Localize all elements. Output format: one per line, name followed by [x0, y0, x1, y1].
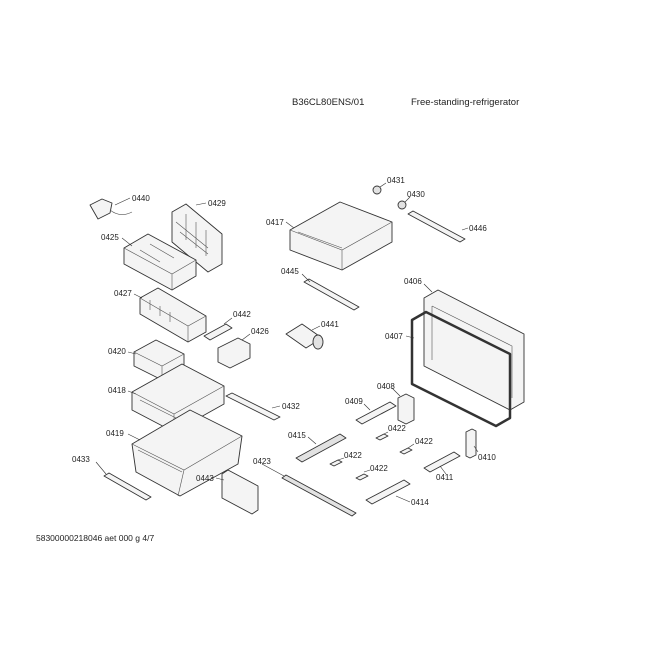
label-0431: 0431: [387, 176, 405, 185]
label-0445: 0445: [281, 267, 299, 276]
label-0417: 0417: [266, 218, 284, 227]
label-0415: 0415: [288, 431, 306, 440]
part-0415[interactable]: 0415: [288, 431, 347, 463]
part-0441[interactable]: 0441: [285, 320, 339, 350]
document-code: 58300000218046 aet 000 g 4/7: [36, 533, 155, 543]
part-0446[interactable]: 0446: [407, 210, 487, 243]
label-0422-a: 0422: [388, 424, 406, 433]
label-0410: 0410: [478, 453, 496, 462]
part-0425[interactable]: 0425: [101, 233, 197, 291]
label-0409: 0409: [345, 397, 363, 406]
label-0414: 0414: [411, 498, 429, 507]
part-0414[interactable]: 0414: [365, 479, 429, 507]
part-0417[interactable]: 0417: [266, 201, 393, 271]
label-0422-b: 0422: [415, 437, 433, 446]
part-0429[interactable]: 0429: [171, 199, 226, 273]
label-0441: 0441: [321, 320, 339, 329]
label-0419: 0419: [106, 429, 124, 438]
part-0407[interactable]: 0407: [385, 310, 512, 428]
label-0440: 0440: [132, 194, 150, 203]
label-0433: 0433: [72, 455, 90, 464]
label-0423: 0423: [253, 457, 271, 466]
label-0446: 0446: [469, 224, 487, 233]
label-0406: 0406: [404, 277, 422, 286]
label-0425: 0425: [101, 233, 119, 242]
part-0432[interactable]: 0432: [225, 392, 300, 421]
part-0423[interactable]: 0423: [253, 457, 357, 517]
label-0407: 0407: [385, 332, 403, 341]
part-0445[interactable]: 0445: [281, 267, 360, 311]
part-0430[interactable]: 0430: [397, 190, 425, 210]
label-0430: 0430: [407, 190, 425, 199]
part-0422-d[interactable]: 0422: [355, 464, 388, 481]
label-0432: 0432: [282, 402, 300, 411]
part-0422-a[interactable]: 0422: [375, 424, 406, 441]
part-0422-c[interactable]: 0422: [329, 451, 362, 467]
label-0429: 0429: [208, 199, 226, 208]
model-number: B36CL80ENS/01: [292, 97, 365, 108]
label-0427: 0427: [114, 289, 132, 298]
part-0427[interactable]: 0427: [114, 287, 207, 343]
part-0440[interactable]: 0440: [89, 194, 150, 220]
part-0411[interactable]: 0411: [423, 451, 461, 482]
label-0420: 0420: [108, 347, 126, 356]
part-0426[interactable]: 0426: [217, 327, 269, 369]
label-0418: 0418: [108, 386, 126, 395]
part-0408[interactable]: 0408: [377, 382, 415, 425]
part-0443[interactable]: 0443: [196, 469, 259, 515]
label-0426: 0426: [251, 327, 269, 336]
label-0408: 0408: [377, 382, 395, 391]
part-0431[interactable]: 0431: [372, 176, 405, 195]
part-0433[interactable]: 0433: [72, 455, 152, 501]
part-0442[interactable]: 0442: [203, 310, 251, 341]
appliance-description: Free-standing-refrigerator: [411, 97, 520, 108]
part-0410[interactable]: 0410: [465, 428, 496, 462]
part-0409[interactable]: 0409: [345, 397, 397, 425]
label-0422-d: 0422: [370, 464, 388, 473]
part-0422-b[interactable]: 0422: [399, 437, 433, 455]
label-0422-c: 0422: [344, 451, 362, 460]
part-0419[interactable]: 0419: [106, 409, 243, 497]
label-0411: 0411: [436, 473, 454, 482]
label-0442: 0442: [233, 310, 251, 319]
label-0443: 0443: [196, 474, 214, 483]
